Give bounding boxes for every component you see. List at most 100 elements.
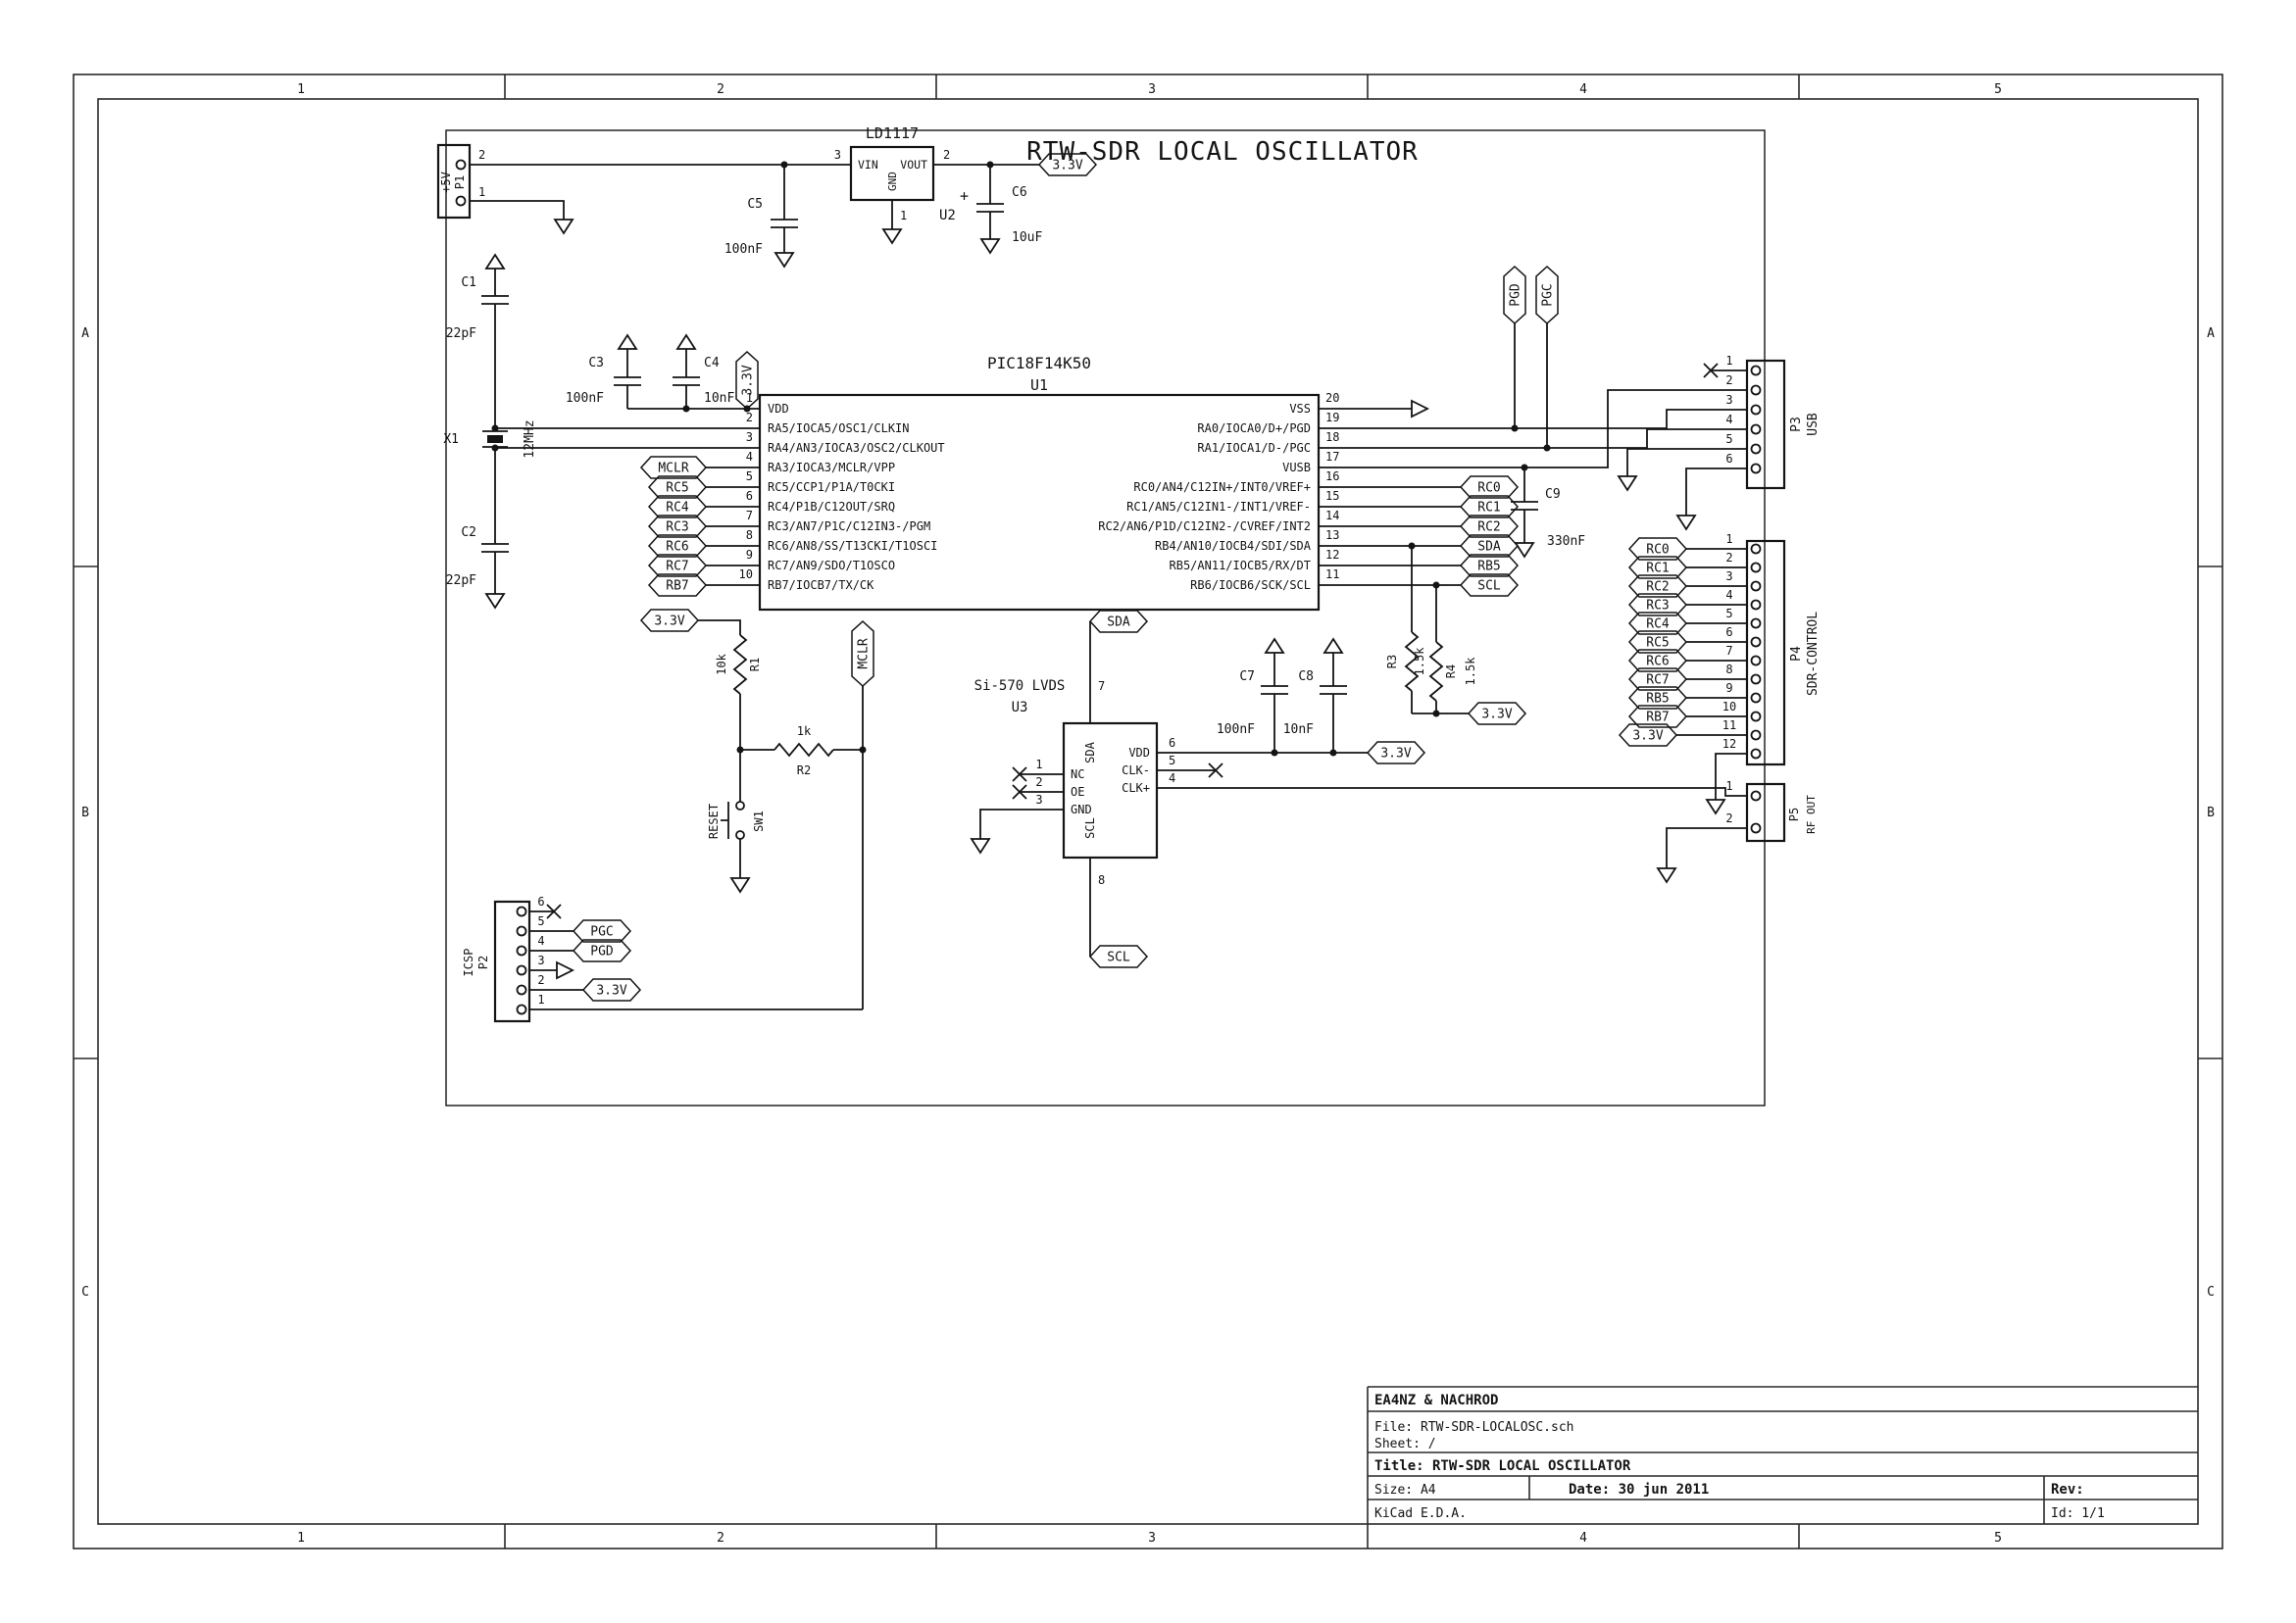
u1-lnum-5: 5 [746, 469, 753, 483]
u3-pin-gnd: GND [1071, 803, 1092, 816]
label-rc3-shape [647, 515, 708, 538]
u1-rname-12: RB5/AN11/IOCB5/RX/DT [1170, 559, 1312, 572]
gnd-arrow-up [1265, 638, 1284, 660]
label-sda-u3-text: SDA [1107, 615, 1130, 630]
u2-pin-vout: VOUT [900, 158, 927, 172]
label-3v3-reg: 3.3V [1037, 153, 1098, 176]
r1-value: 10k [715, 653, 728, 674]
c4-ref: C4 [704, 356, 720, 370]
label-scl-u1: SCL [1459, 573, 1520, 597]
label-sda-u3: SDA [1088, 610, 1149, 633]
c8-ref: C8 [1298, 669, 1314, 684]
label-rc0-u1-text: RC0 [1477, 481, 1500, 496]
c1-value: 22pF [446, 326, 476, 341]
frame-col-3-top: 3 [1148, 82, 1156, 97]
u1-lnum-4: 4 [746, 450, 753, 464]
title-block: EA4NZ & NACHROD File: RTW-SDR-LOCALOSC.s… [1367, 1386, 2198, 1524]
p1-pin1-num: 1 [478, 185, 485, 199]
gnd-arrow [1618, 469, 1637, 491]
u1-rnum-12: 12 [1325, 548, 1339, 562]
r4-value: 1.5k [1464, 657, 1477, 686]
label-rc3-text: RC3 [666, 520, 688, 535]
label-rc1-p4-text: RC1 [1646, 562, 1669, 576]
label-rb5-p4-shape [1627, 686, 1688, 710]
label-rc2-u1-text: RC2 [1477, 520, 1500, 535]
p2-pin1-num: 1 [537, 993, 544, 1007]
label-3v3-u3-shape [1366, 741, 1426, 764]
label-rc0-u1: RC0 [1459, 475, 1520, 499]
u1-rname-17: VUSB [1282, 461, 1311, 474]
label-mclr-r2-shape [851, 619, 874, 688]
gnd-arrow [1676, 509, 1696, 530]
label-rc1-u1-shape [1459, 495, 1520, 518]
pin-circle [455, 159, 467, 171]
u3-pin-vdd: VDD [1128, 746, 1150, 760]
frame-col-5-bottom: 5 [1994, 1531, 2002, 1546]
gnd-arrow [1657, 861, 1676, 883]
label-rc2-u1: RC2 [1459, 515, 1520, 538]
u1-rnum-19: 19 [1325, 411, 1339, 424]
p4-pin11-num: 11 [1722, 718, 1736, 732]
titleblock-tool: KiCad E.D.A. [1374, 1506, 1467, 1521]
label-rc5-shape [647, 475, 708, 499]
resistor-r2 [774, 742, 834, 758]
u1-lname-4: RA3/IOCA3/MCLR/VPP [768, 461, 895, 474]
u1-rnum-13: 13 [1325, 528, 1339, 542]
sheet-title: RTW-SDR LOCAL OSCILLATOR [1026, 137, 1419, 167]
u2-ref: U2 [939, 208, 956, 223]
components [436, 143, 1786, 1023]
u1-rnum-18: 18 [1325, 430, 1339, 444]
label-rb7-p4-shape [1627, 705, 1688, 728]
capacitor-c2 [481, 543, 509, 553]
label-rb5-u1: RB5 [1459, 554, 1520, 577]
capacitor-c5 [771, 219, 798, 228]
u1-lname-3: RA4/AN3/IOCA3/OSC2/CLKOUT [768, 441, 945, 455]
titleblock-rev: Rev: [2051, 1482, 2084, 1498]
label-rc0-u1-shape [1459, 475, 1520, 499]
u1-rname-19: RA0/IOCA0/D+/PGD [1197, 421, 1311, 435]
titleblock-title: Title: RTW-SDR LOCAL OSCILLATOR [1374, 1458, 1631, 1474]
c2-value: 22pF [446, 573, 476, 588]
u3-value: Si-570 LVDS [974, 678, 1066, 694]
label-rc6-p4-text: RC6 [1646, 655, 1669, 669]
resistor-r1 [732, 634, 748, 695]
label-3v3-u3: 3.3V [1366, 741, 1426, 764]
p5-name: RF OUT [1805, 795, 1818, 834]
u1-rname-16: RC0/AN4/C12IN+/INT0/VREF+ [1133, 480, 1311, 494]
unconnected-flag [1411, 400, 1428, 418]
label-rc2-p4-shape [1627, 574, 1688, 598]
u1-lname-5: RC5/CCP1/P1A/T0CKI [768, 480, 895, 494]
u1-rnum-17: 17 [1325, 450, 1339, 464]
label-rc2-p4: RC2 [1627, 574, 1688, 598]
frame-col-4-top: 4 [1579, 82, 1587, 97]
c3-value: 100nF [566, 391, 604, 406]
label-pgc: PGC [1535, 265, 1559, 325]
label-pgc-p2-text: PGC [590, 925, 613, 940]
label-rc5-text: RC5 [666, 481, 688, 496]
titleblock-sheet: Sheet: / [1374, 1437, 1436, 1451]
capacitor-c4 [673, 376, 700, 386]
label-rc3-p4-text: RC3 [1646, 599, 1669, 614]
gnd-arrow [485, 587, 505, 609]
label-3v3-p2: 3.3V [581, 978, 642, 1002]
label-rc1-p4-shape [1627, 556, 1688, 579]
label-rc7: RC7 [647, 554, 708, 577]
u1-lnum-1: 1 [746, 391, 753, 405]
label-scl-u1-text: SCL [1477, 579, 1501, 594]
u2-pin3-num: 3 [834, 148, 841, 162]
label-rc1-u1-text: RC1 [1477, 501, 1500, 516]
net-labels: 3.3V3.3VMCLRRC5RC4RC3RC6RC7RB7RC0RC1RC2S… [572, 153, 1688, 1002]
label-scl-u1-shape [1459, 573, 1520, 597]
p4-pin6-num: 6 [1725, 625, 1732, 639]
label-pgd: PGD [1503, 265, 1526, 325]
label-rc7-p4-shape [1627, 667, 1688, 691]
label-rc6-p4: RC6 [1627, 649, 1688, 672]
label-3v3-reg-shape [1037, 153, 1098, 176]
label-3v3-r1-shape [639, 609, 700, 632]
label-3v3-r1: 3.3V [639, 609, 700, 632]
c6-plus: + [960, 187, 969, 205]
c3-ref: C3 [588, 356, 604, 370]
u1-lname-6: RC4/P1B/C12OUT/SRQ [768, 500, 895, 514]
p4-name: SDR-CONTROL [1806, 612, 1821, 696]
u2-pin1-num: 1 [900, 209, 907, 222]
